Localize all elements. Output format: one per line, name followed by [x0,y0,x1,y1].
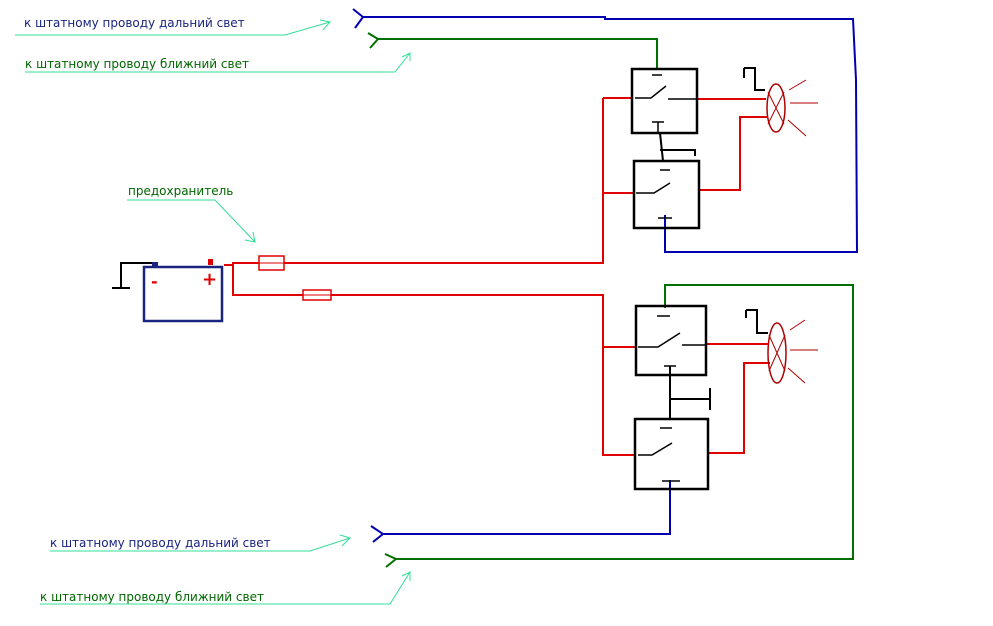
relay-3 [634,304,708,377]
relay-1 [630,67,699,135]
battery-plus-sign: + [202,269,217,290]
bottom-high-beam-connector [370,525,385,543]
main-feed-top [284,98,604,264]
label-top-high-beam: к штатному проводу дальний свет [24,16,245,30]
fuse-2-lead-out [331,294,636,456]
leader-top-low-beam [25,52,411,73]
relay-4 [633,417,710,491]
battery-ground [120,262,156,288]
battery-minus-sign: - [151,272,158,291]
bottom-lamp-feed-2 [708,362,770,454]
battery-minus-terminal [152,262,158,267]
relays [630,67,711,491]
leader-fuse [127,199,256,243]
lamps [743,67,818,384]
fuses [258,255,332,301]
top-high-beam-connector [352,8,365,29]
top-low-beam-connector [367,32,380,49]
label-bottom-low-beam: к штатному проводу ближний свет [40,590,264,604]
bottom-low-beam-wire [396,284,854,560]
label-fuse: предохранитель [128,184,234,198]
battery-body [142,265,224,323]
bottom-high-beam-wire [383,480,671,535]
main-feed-bottom [232,263,303,296]
relay-2 [632,159,701,230]
relay-1-2-coil-link [659,132,696,162]
power-wires [224,97,770,456]
label-leaders [15,19,411,605]
top-headlamp [743,67,818,137]
top-low-beam-wire [378,38,658,70]
label-bottom-high-beam: к штатному проводу дальний свет [50,536,271,550]
battery: - + [112,259,224,323]
bottom-low-beam-connector [384,553,398,568]
label-top-low-beam: к штатному проводу ближний свет [25,57,249,71]
battery-plus-terminal [208,259,213,265]
top-high-beam-wire [363,16,859,253]
leader-top-high-beam [15,19,331,36]
relay-3-4-coil-link [669,366,711,419]
leader-bottom-high-beam [50,534,351,552]
bottom-headlamp [745,309,818,384]
top-lamp-feed-2 [699,116,767,191]
leader-bottom-low-beam [40,571,411,605]
low-beam-wires [367,32,854,568]
high-beam-wires [352,8,859,543]
